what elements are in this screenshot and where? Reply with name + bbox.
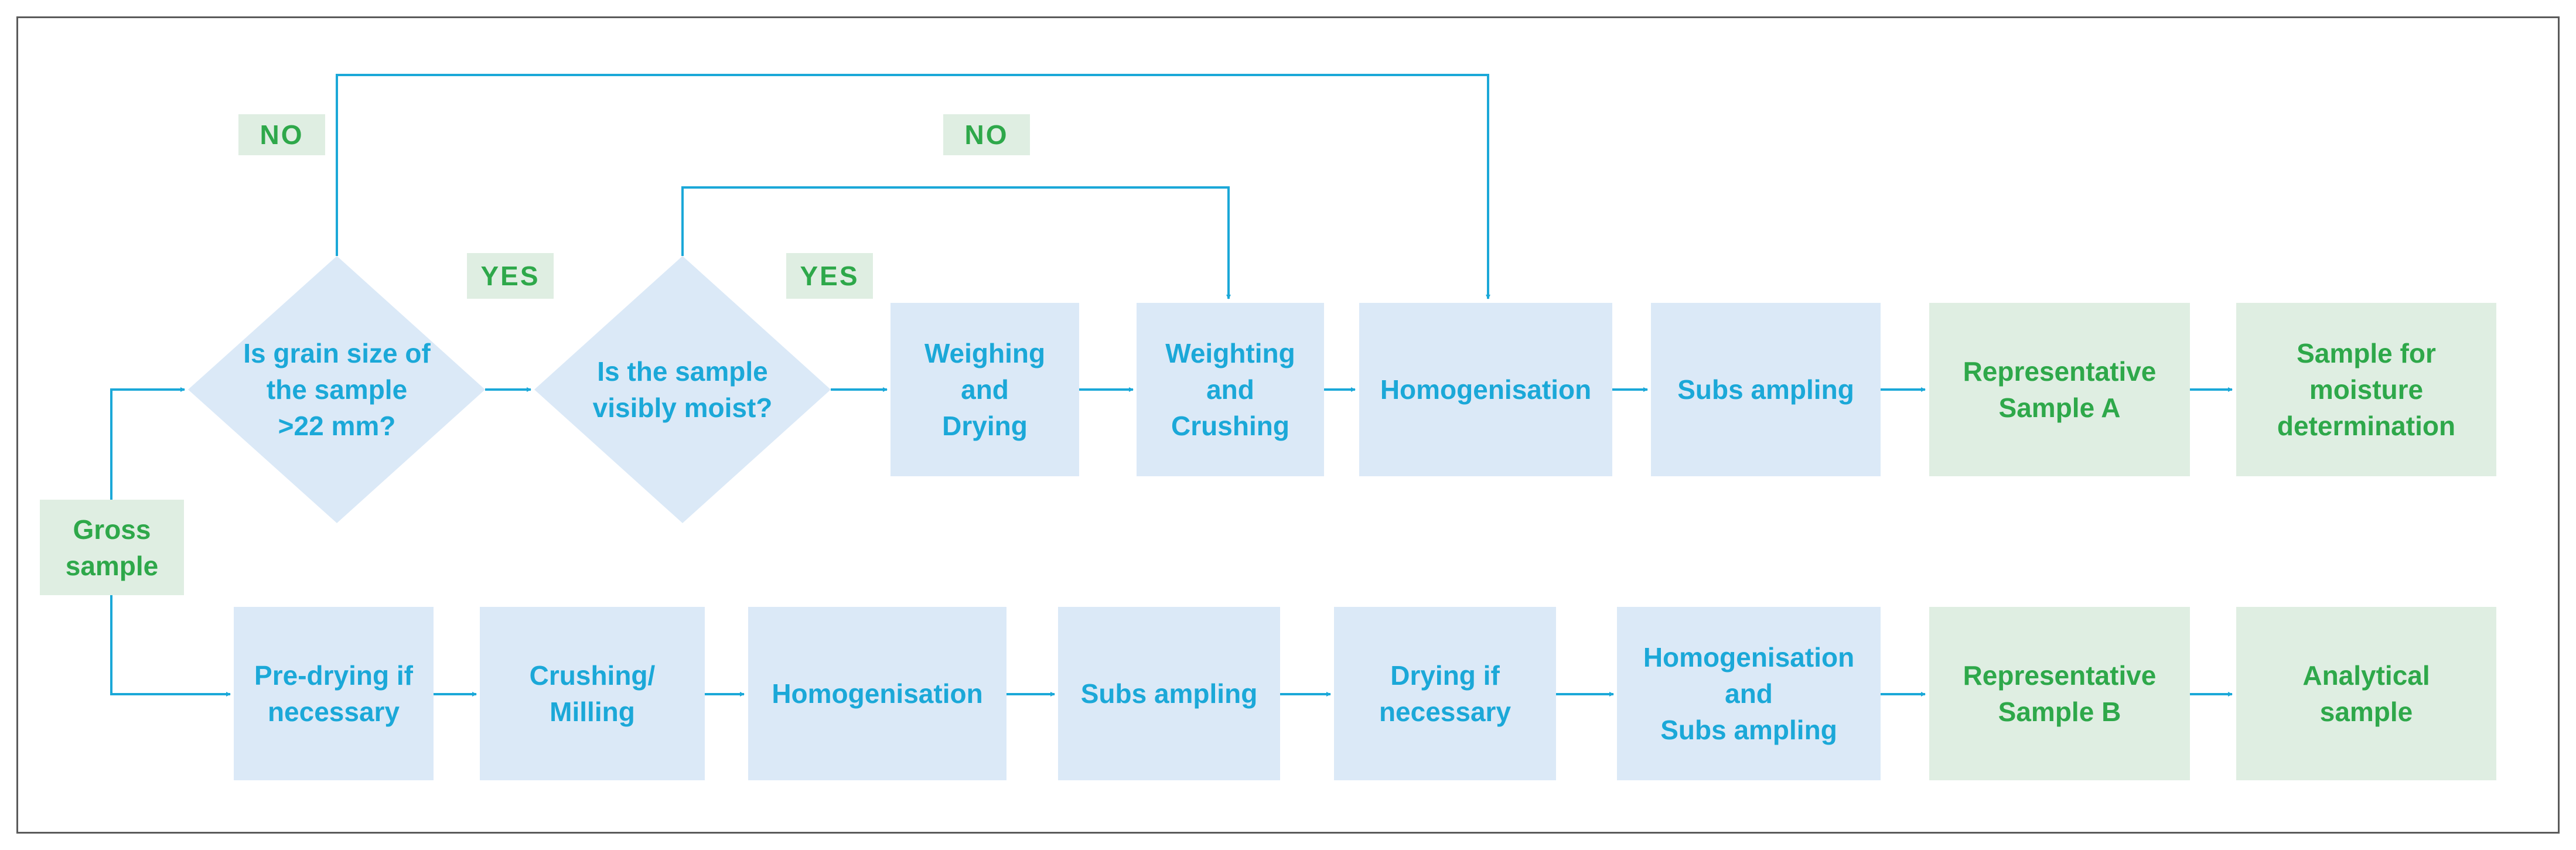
no-label-inner: NO [943,114,1030,155]
homogenisation-subsampling-box: Homogenisation and Subs ampling [1617,607,1881,780]
diagram-frame [16,16,2560,834]
crushing-milling-box: Crushing/ Milling [480,607,705,780]
representative-sample-a-box: Representative Sample A [1929,303,2190,476]
connector-gross-to-grain [110,387,185,500]
pre-drying-box: Pre-drying if necessary [234,607,434,780]
homogenisation-box-a: Homogenisation [1359,303,1612,476]
moisture-sample-box: Sample for moisture determination [2236,303,2496,476]
subsampling-box-b: Subs ampling [1058,607,1280,780]
gross-sample-box: Gross sample [40,500,184,595]
drying-if-necessary-box: Drying if necessary [1334,607,1556,780]
representative-sample-b-box: Representative Sample B [1929,607,2190,780]
decision-moisture-text: Is the sample visibly moist? [592,356,773,423]
subsampling-box-a: Subs ampling [1651,303,1881,476]
decision-diamond-moisture [534,256,831,523]
connector-gross-to-predrying [110,595,231,697]
homogenisation-box-b: Homogenisation [748,607,1006,780]
no-label-outer: NO [238,114,325,155]
yes-label-1: YES [467,253,554,299]
weighing-drying-box: Weighing and Drying [890,303,1079,476]
connector-no-outer [336,74,1490,299]
yes-label-2: YES [786,253,873,299]
decision-diamond-grain-size [188,256,485,523]
analytical-sample-box: Analytical sample [2236,607,2496,780]
decision-grain-size-text: Is grain size of the sample >22 mm? [243,338,431,441]
weighting-crushing-box: Weighting and Crushing [1137,303,1324,476]
connector-no-inner [681,186,1231,299]
